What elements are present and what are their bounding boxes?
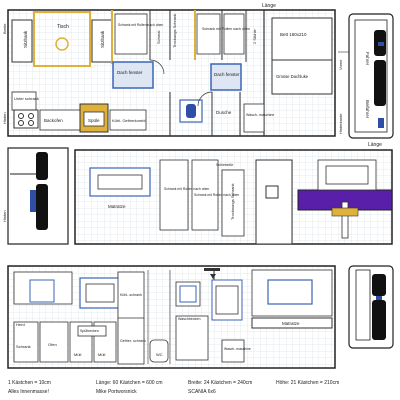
fridge <box>109 109 147 131</box>
label-matratze-mid: Matratze <box>108 204 126 209</box>
labels: Länge Breite Hinten Sitzbank Sitzbank Ti… <box>2 3 382 395</box>
sink-basin <box>77 325 107 337</box>
label-dach-left: Dach fenster <box>117 70 143 75</box>
footer-hoehe: Höhe: 21 Kästchen = 210cm <box>276 380 339 386</box>
cab-top-view <box>338 13 394 139</box>
label-schrank-bottom: Schrank <box>16 344 31 349</box>
label-matratze-bottom: Matratze <box>282 321 300 326</box>
wc <box>149 339 169 363</box>
label-laenge-top: Länge <box>262 3 276 9</box>
label-hinten-mid: Hinten <box>2 210 7 222</box>
footer-laenge: Länge: 60 Kästchen = 600 cm <box>96 380 163 386</box>
footer-author: Mike Portworsnick <box>96 389 137 395</box>
bottom-sideview <box>7 265 336 369</box>
label-herd: Herd <box>16 322 25 327</box>
label-fahrer: Fahrer <box>365 52 370 66</box>
label-trocken-upper: Trockungs Schrank <box>172 14 177 48</box>
label-schiebetuer: Schiebetür <box>216 163 234 167</box>
mattress-bottom <box>251 317 333 329</box>
label-spule: Spüle <box>88 118 100 123</box>
label-muell1: Müll <box>74 352 81 357</box>
table-round <box>55 37 69 51</box>
footer-vehicle: SCANIA 6x6 <box>188 389 216 395</box>
label-kuehl: Kühl- Gefrierkombi <box>112 118 145 123</box>
stove <box>13 109 39 129</box>
footer-breite: Breite: 24 Kästchen = 240cm <box>188 380 252 386</box>
roof-hatch <box>271 59 333 95</box>
label-sitzbank-right: Sitzbank <box>100 30 105 48</box>
label-bett: Bett 160x210 <box>280 32 307 37</box>
label-waschbecken: Waschbecken <box>178 317 200 321</box>
footer-innenmasse: Alles Innenmasse! <box>8 389 49 395</box>
label-tisch: Tisch <box>57 24 69 30</box>
table-area <box>33 11 91 67</box>
roof-window-left <box>112 61 154 89</box>
sliding-door <box>255 159 293 245</box>
label-schrank-mid-left: Schrank mit Rollen nach oben <box>164 187 209 191</box>
label-breite: Breite <box>2 23 7 34</box>
washing-machine <box>243 103 265 133</box>
footer-kaestchen: 1 Kästchen = 10cm <box>8 380 51 386</box>
label-waschmaschine: Wasch- maschine <box>224 347 251 351</box>
roof-window-right <box>210 63 242 91</box>
label-stuehle: 2 Stühle <box>252 29 257 44</box>
label-trocken-mid: Trocknungs Schrank <box>230 183 235 220</box>
cab-bottom-view <box>348 265 394 349</box>
label-sitzbank-left: Sitzbank <box>23 30 28 48</box>
label-wasch: Wasch- maschine <box>246 113 274 117</box>
label-hinterkante: Hinterkante <box>338 113 343 134</box>
label-dusche: Dusche <box>216 110 232 115</box>
label-schrank-mid-right: Schrank mit Rollen nach oben <box>194 193 239 197</box>
middle-sideview <box>7 147 393 245</box>
label-vorne: Vorne <box>338 59 343 70</box>
label-laenge-mid: Länge <box>368 142 382 148</box>
label-ofen: Ofen <box>48 342 57 347</box>
washing-machine-side <box>221 339 245 363</box>
label-schrank-upper: Schrank mit Rollen nach oben <box>118 23 163 27</box>
label-hinten-top: Hinten <box>2 112 7 124</box>
label-unterschrank: Unter schrank <box>14 96 39 101</box>
label-backofen: Backofen <box>44 118 63 123</box>
label-dachluke: Grosse Dachluke <box>276 74 309 79</box>
label-beifahrer: Beifahrer <box>365 100 370 119</box>
label-schmal: Schmal <box>156 31 161 44</box>
label-spuelbecken: Spülbecken <box>80 329 99 333</box>
label-wc: WC <box>156 352 163 357</box>
label-gefrierschrank: Gefrier- schrank <box>120 339 146 343</box>
top-floorplan <box>7 9 336 137</box>
label-dach-right: Dach fenster <box>214 72 240 77</box>
bed <box>271 17 333 67</box>
label-muell2: Müll <box>98 352 105 357</box>
bench-left <box>11 19 33 63</box>
label-kuehlschrank: Kühl- schrank <box>120 293 142 297</box>
label-schrank-right: Schrank mit Rollen nach oben <box>202 27 250 31</box>
